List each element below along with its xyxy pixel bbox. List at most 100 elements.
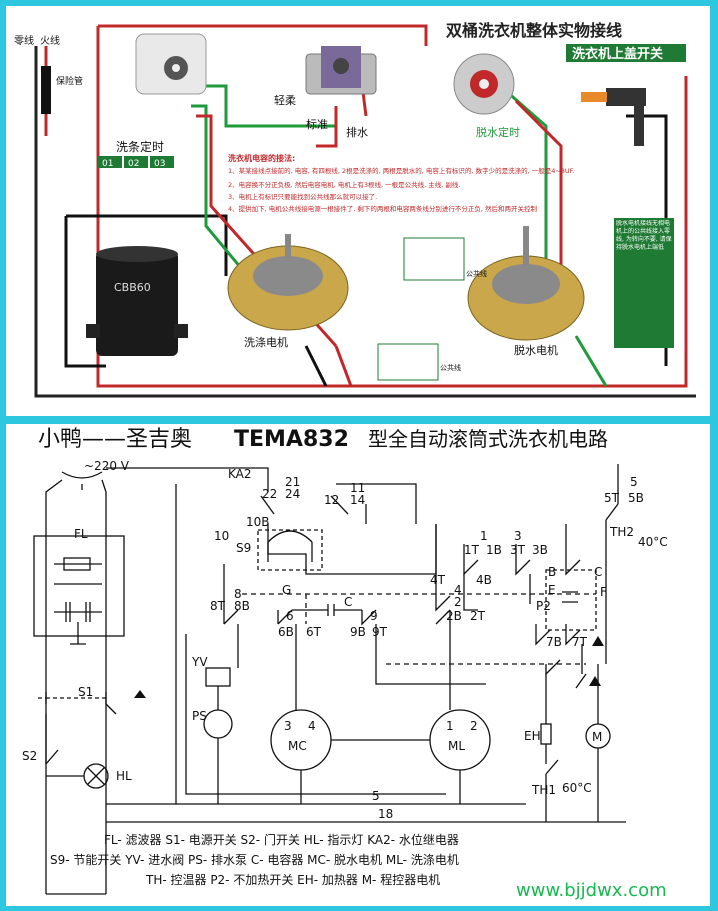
eh-label: EH [524, 729, 541, 743]
m-label: M [592, 730, 602, 744]
capacitor-notes: 洗衣机电容的接法: 1、某某接线点接前的, 电容, 有四根线, 2根是洗涤的, … [228, 153, 574, 213]
capacitor-label: CBB60 [114, 281, 151, 294]
lid-switch-tag-bg [566, 44, 686, 62]
th1-label: TH1 [531, 783, 556, 797]
label-e: E [548, 583, 556, 597]
ml-2: 2 [470, 719, 478, 733]
label-9b: 9B [350, 625, 366, 639]
top-wiring-diagram: 双桶洗衣机整体实物接线 洗衣机上盖开关 零线 火线 保险管 洗条定时 01 02… [14, 21, 696, 398]
label-f: F [600, 585, 607, 599]
timer-tag-03: 03 [154, 159, 165, 169]
yv-label: YV [191, 655, 208, 669]
note-4: 4、提供加下, 电机公共线接电源一根接件了, 剩下的两根和电容两条线分别进行不分… [228, 204, 538, 213]
inset-diagram-2 [377, 343, 439, 381]
ps-label: PS [192, 709, 207, 723]
fl-label: FL [74, 527, 88, 541]
ka2-14: 14 [350, 493, 365, 507]
mode-standard-label: 标准 [306, 117, 328, 131]
wire-black-main [34, 46, 696, 398]
th1-temp: 60°C [562, 781, 592, 795]
capacitor-icon [86, 246, 188, 356]
ka2-24: 24 [285, 487, 300, 501]
neutral-label: 零线 [14, 34, 34, 47]
circuit-title-suffix: 型全自动滚筒式洗衣机电路 [368, 427, 608, 451]
label-9: 9 [370, 609, 378, 623]
side-note-box: 脱水电机接线无相电机上的公共线接入零线, 为转向不要, 请保持脱水电机上端低 [616, 220, 672, 251]
ka2-11: 11 [350, 481, 365, 495]
label-8: 8 [234, 587, 242, 601]
s1-label: S1 [78, 685, 93, 699]
g-label: G [282, 583, 291, 597]
circuit-title-prefix: 小鸭——圣吉奥 [38, 427, 192, 452]
lid-switch-label: 洗衣机上盖开关 [572, 46, 663, 62]
mode-selector-icon [305, 46, 377, 95]
common-wire-label-1: 公共线 [466, 269, 487, 278]
label-7t: 7T [572, 635, 588, 649]
drain-label: 排水 [346, 125, 368, 139]
wash-motor-icon [227, 234, 349, 331]
circuit-labels: ~220 V KA2 22 21 24 12 11 14 10 10B S9 G… [22, 459, 668, 821]
legend: FL- 滤波器 S1- 电源开关 S2- 门开关 HL- 指示灯 KA2- 水位… [50, 832, 459, 887]
top-title: 双桶洗衣机整体实物接线 [446, 21, 622, 40]
label-1b: 1B [486, 543, 502, 557]
s9-label: S9 [236, 541, 251, 555]
legend-line-3: TH- 控温器 P2- 不加热开关 EH- 加热器 M- 程控器电机 [145, 872, 440, 887]
arrow-p2 [592, 636, 604, 646]
label-8b: 8B [234, 599, 250, 613]
circuit-wires [33, 464, 626, 895]
ka2-label: KA2 [228, 467, 252, 481]
label-5b: 5B [628, 491, 644, 505]
spin-timer-icon [453, 53, 515, 115]
label-6b: 6B [278, 625, 294, 639]
circuit-markers [134, 636, 604, 698]
top-wiring-panel: 双桶洗衣机整体实物接线 洗衣机上盖开关 零线 火线 保险管 洗条定时 01 02… [6, 6, 710, 416]
mode-light-label: 轻柔 [274, 93, 296, 107]
wash-timer-icon [135, 33, 207, 95]
c-label: C [344, 595, 352, 609]
wash-timer-label: 洗条定时 [116, 139, 164, 154]
wire-18: 18 [378, 807, 393, 821]
label-6: 6 [286, 609, 294, 623]
label-10: 10 [214, 529, 229, 543]
website-label: www.bjjdwx.com [516, 880, 667, 901]
legend-line-1: FL- 滤波器 S1- 电源开关 S2- 门开关 HL- 指示灯 KA2- 水位… [104, 832, 459, 847]
inset-diagram-1 [403, 237, 465, 281]
ml-1: 1 [446, 719, 454, 733]
ka2-21: 21 [285, 475, 300, 489]
note-1: 1、某某接线点接前的, 电容, 有四根线, 2根是洗涤的, 两根是脱水的, 电容… [228, 166, 574, 175]
label-3b: 3B [532, 543, 548, 557]
spin-timer-label: 脱水定时 [476, 125, 520, 139]
wire-red-main [96, 26, 688, 388]
s2-label: S2 [22, 749, 37, 763]
th2-label: TH2 [609, 525, 634, 539]
lid-switch-icon [581, 88, 646, 146]
circuit-title-model: TEMA832 [234, 427, 349, 452]
label-4t: 4T [430, 573, 446, 587]
arrow-s1 [134, 690, 146, 698]
note-3: 3、电机上有标识只要能找到公共线那么就可以接了. [228, 192, 377, 201]
fuse-icon [41, 66, 51, 114]
label-5: 5 [630, 475, 638, 489]
label-2: 2 [454, 595, 462, 609]
label-6t: 6T [306, 625, 322, 639]
label-5t: 5T [604, 491, 620, 505]
label-2t: 2T [470, 609, 486, 623]
label-2b: 2B [446, 609, 462, 623]
p2-label: P2 [536, 599, 551, 613]
legend-line-2: S9- 节能开关 YV- 进水阀 PS- 排水泵 C- 电容器 MC- 脱水电机… [50, 852, 459, 867]
label-b: B [548, 565, 556, 579]
label-4: 4 [454, 583, 462, 597]
circuit-diagram-panel: 小鸭——圣吉奥 TEMA832 型全自动滚筒式洗衣机电路 [6, 424, 710, 906]
wash-motor-label: 洗涤电机 [244, 335, 288, 349]
circuit-diagram: 小鸭——圣吉奥 TEMA832 型全自动滚筒式洗衣机电路 [22, 427, 668, 901]
label-3: 3 [514, 529, 522, 543]
hl-label: HL [116, 769, 132, 783]
timer-tag-02: 02 [128, 159, 139, 169]
spin-motor-icon [467, 226, 585, 341]
th2-temp: 40°C [638, 535, 668, 549]
timer-tag-01: 01 [102, 159, 113, 169]
spin-motor-label: 脱水电机 [514, 343, 558, 357]
mc-label: MC [288, 739, 307, 753]
label-4b: 4B [476, 573, 492, 587]
